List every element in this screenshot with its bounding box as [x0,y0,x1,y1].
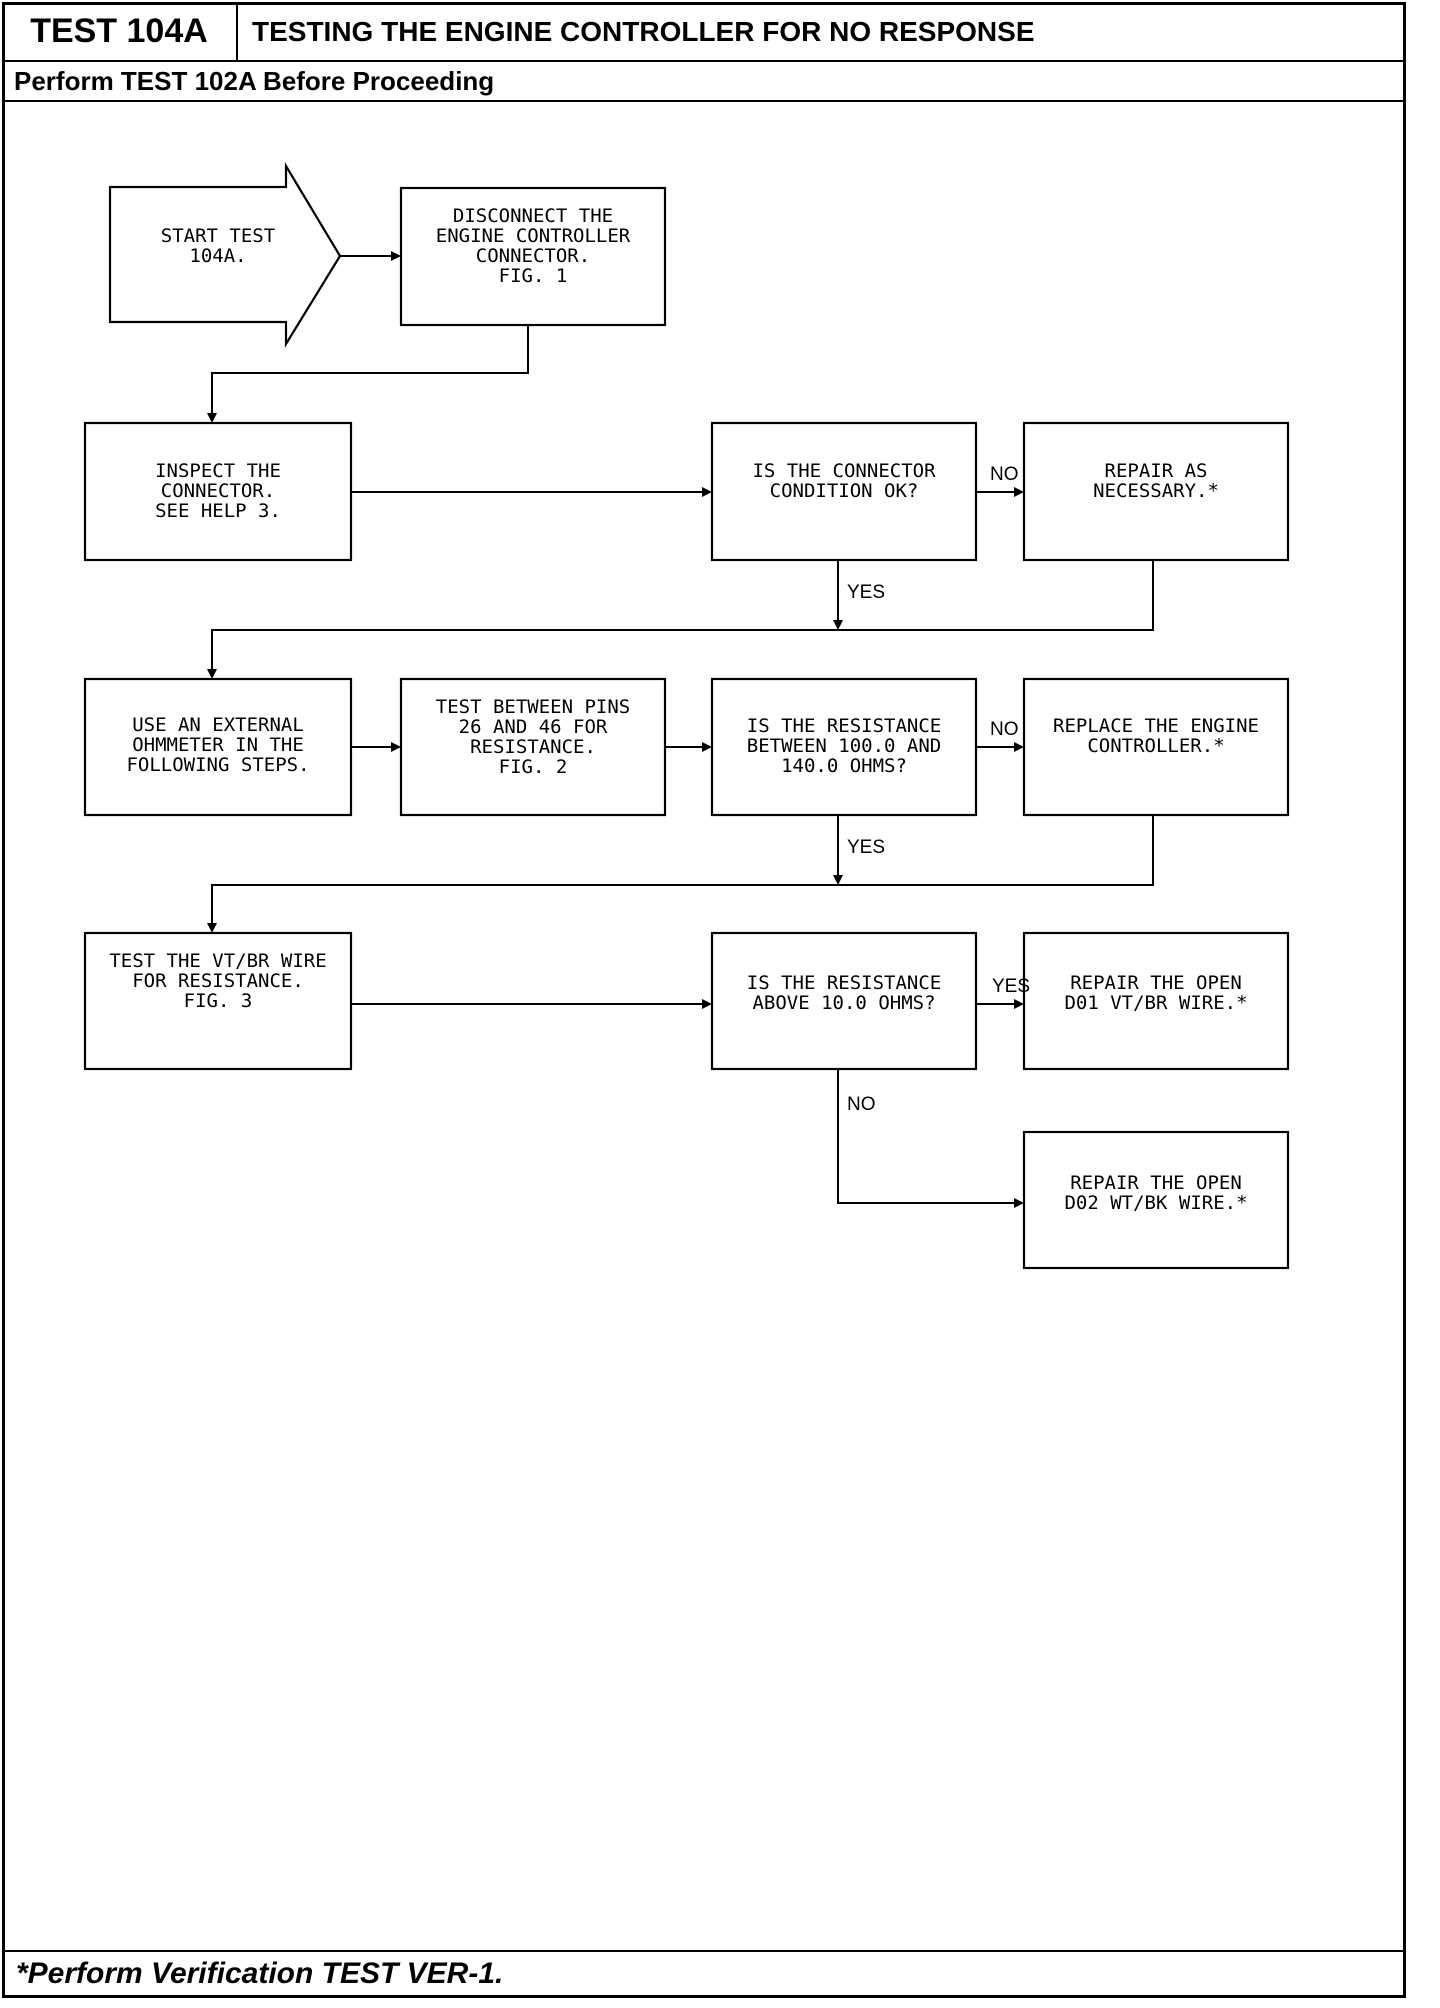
node-text-line: OHMMETER IN THE [132,734,304,756]
node-text-line: IS THE RESISTANCE [747,715,941,737]
node-replace-controller-box [1022,677,1290,817]
prerequisite-note: Perform TEST 102A Before Proceeding [14,66,495,96]
edge-replace-controller-return [211,815,1154,925]
node-inspect-box [83,421,353,562]
arrowhead [833,875,843,885]
arrowhead [702,999,712,1009]
node-text-line: CONDITION OK? [770,480,919,502]
label-no-1: NO [990,464,1019,485]
node-repair-d02-box [1022,1130,1290,1270]
node-disconnect-box [399,186,667,327]
node-text-line: SEE HELP 3. [155,500,281,522]
arrowhead [207,413,217,423]
node-start-shape [108,162,342,348]
node-text-line: CONTROLLER.* [1087,735,1224,757]
node-text-line: USE AN EXTERNAL [132,714,304,736]
label-yes-3: YES [992,976,1030,997]
arrowhead [1014,1198,1024,1208]
node-text-line: IS THE CONNECTOR [752,460,936,482]
node-test-wire-box [83,931,353,1071]
arrowhead [207,923,217,933]
node-text-line: INSPECT THE [155,460,281,482]
node-text-line: 26 AND 46 FOR [459,716,608,738]
node-repair-d01-box [1022,931,1290,1071]
node-q-connector-box [710,421,978,562]
edge-repair-necessary-return [211,560,1154,671]
node-text-line: ENGINE CONTROLLER [436,225,631,247]
node-text-line: D01 VT/BR WIRE.* [1064,992,1247,1014]
edge-disconnect-to-inspect [211,325,529,415]
node-text-line: IS THE RESISTANCE [747,972,941,994]
label-yes-1: YES [847,582,885,603]
node-repair-necessary-box [1022,421,1290,562]
node-text-line: FIG. 3 [184,990,253,1012]
node-text-line: FOR RESISTANCE. [132,970,304,992]
node-text-line: RESISTANCE. [470,736,596,758]
node-text-line: ABOVE 10.0 OHMS? [752,992,935,1014]
arrowhead [207,669,217,679]
node-text-line: 140.0 OHMS? [781,755,907,777]
label-yes-2: YES [847,837,885,858]
node-text-line: 104A. [189,245,246,267]
node-text-line: REPAIR THE OPEN [1070,972,1242,994]
node-text-line: BETWEEN 100.0 AND [747,735,941,757]
node-text-line: FIG. 2 [499,756,568,778]
footer: *Perform Verification TEST VER-1. [2,1950,1406,1998]
page-frame [2,2,1406,1998]
node-text-line: NECESSARY.* [1093,480,1219,502]
node-text-line: CONNECTOR. [476,245,590,267]
test-id: TEST 104A [2,2,238,60]
arrowhead [833,620,843,630]
node-text-line: START TEST [161,225,275,247]
subheader: Perform TEST 102A Before Proceeding [2,62,1406,102]
label-no-2: NO [990,719,1019,740]
arrowhead [1014,742,1024,752]
node-text-line: DISCONNECT THE [453,205,613,227]
node-q-resistance-above-box [710,931,978,1071]
node-text-line: REPAIR THE OPEN [1070,1172,1242,1194]
node-text-line: FOLLOWING STEPS. [126,754,309,776]
node-test-pins-box [399,677,667,817]
node-text-line: D02 WT/BK WIRE.* [1064,1192,1247,1214]
arrowhead [1014,999,1024,1009]
node-text-line: TEST THE VT/BR WIRE [109,950,326,972]
verification-note: *Perform Verification TEST VER-1. [16,1957,504,1990]
arrowhead [391,251,401,261]
node-text-line: TEST BETWEEN PINS [436,696,630,718]
page-title: TESTING THE ENGINE CONTROLLER FOR NO RES… [252,16,1035,47]
arrowhead [1014,487,1024,497]
arrowhead [702,487,712,497]
label-no-3: NO [847,1094,876,1115]
arrowhead [702,742,712,752]
node-text-line: REPAIR AS [1105,460,1208,482]
node-text-line: CONNECTOR. [161,480,275,502]
arrowhead [391,742,401,752]
edge-q-above-no [837,1069,1016,1204]
node-text-line: FIG. 1 [499,265,568,287]
header: TEST 104A TESTING THE ENGINE CONTROLLER … [2,2,1406,62]
node-text-line: REPLACE THE ENGINE [1053,715,1259,737]
